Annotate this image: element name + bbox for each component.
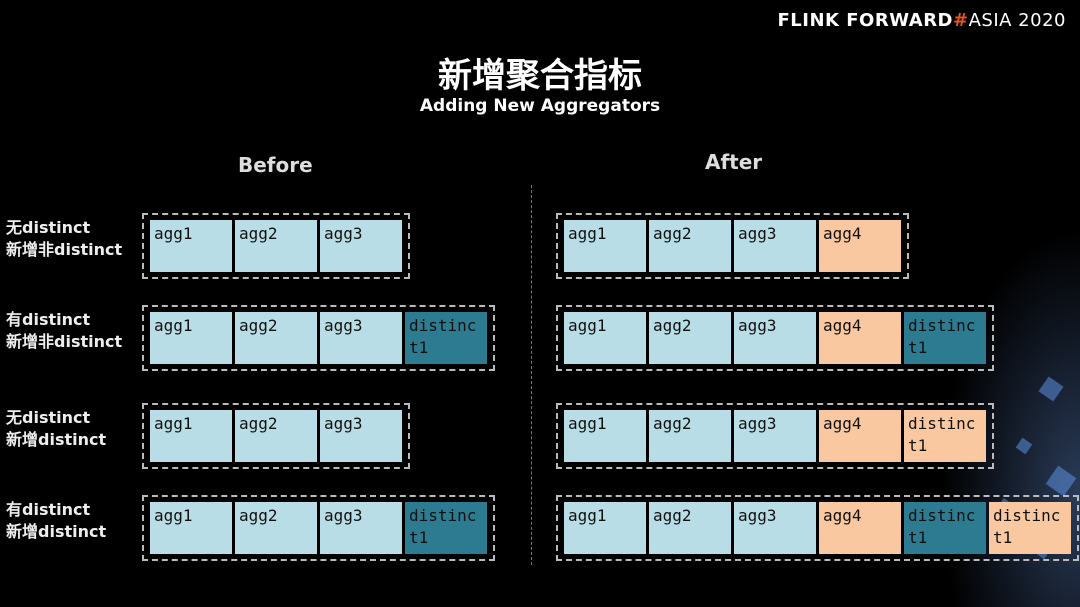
aggregator-cell: agg1	[150, 410, 232, 462]
aggregator-cell: agg3	[734, 410, 816, 462]
aggregator-cell: agg3	[320, 312, 402, 364]
aggregator-cell: agg3	[734, 220, 816, 272]
aggregator-cell: agg2	[649, 312, 731, 364]
row-label-line2: 新增distinct	[6, 522, 107, 541]
brand-event: ASIA 2020	[968, 10, 1066, 31]
aggregator-cell: agg3	[734, 312, 816, 364]
aggregator-cell: agg2	[235, 502, 317, 554]
row-label: 有distinct 新增distinct	[6, 499, 106, 543]
aggregator-cell: agg3	[320, 220, 402, 272]
brand-name: FLINK FORWARD	[777, 10, 953, 31]
aggregator-cell: distinct1	[904, 312, 986, 364]
brand-logo: FLINK FORWARD#ASIA 2020	[778, 10, 1066, 31]
row-label: 无distinct 新增distinct	[6, 407, 106, 451]
row-label-line1: 无distinct	[6, 408, 91, 427]
aggregator-cell: agg1	[564, 410, 646, 462]
brand-hash: #	[953, 10, 969, 31]
row-label: 无distinct 新增非distinct	[6, 217, 122, 261]
row-label-line1: 无distinct	[6, 218, 91, 237]
aggregator-cell: agg2	[649, 502, 731, 554]
aggregator-cell: agg1	[150, 312, 232, 364]
aggregator-cell: agg1	[150, 502, 232, 554]
aggregator-cell: agg3	[734, 502, 816, 554]
aggregator-cell: agg2	[649, 220, 731, 272]
aggregator-cell: agg4	[819, 502, 901, 554]
aggregator-cell: distinct1	[405, 312, 487, 364]
row-label-line2: 新增distinct	[6, 430, 107, 449]
aggregator-cell: agg1	[150, 220, 232, 272]
aggregator-cell: agg3	[320, 502, 402, 554]
aggregator-cell: agg4	[819, 220, 901, 272]
aggregator-cell: agg4	[819, 312, 901, 364]
aggregator-cell: distinct1	[904, 502, 986, 554]
slide-title: 新增聚合指标	[438, 56, 642, 96]
aggregator-cell: agg1	[564, 220, 646, 272]
aggregator-cell: agg2	[235, 410, 317, 462]
column-divider	[531, 185, 532, 565]
row-label-line1: 有distinct	[6, 500, 91, 519]
aggregator-cell: agg2	[649, 410, 731, 462]
row-label-line2: 新增非distinct	[6, 332, 123, 351]
aggregator-cell: distinct1	[405, 502, 487, 554]
slide-subtitle: Adding New Aggregators	[419, 96, 661, 116]
aggregator-cell: distinct1	[904, 410, 986, 462]
aggregator-cell: agg1	[564, 502, 646, 554]
column-heading-after: After	[705, 150, 763, 174]
aggregator-cell: agg1	[564, 312, 646, 364]
aggregator-cell: agg4	[819, 410, 901, 462]
row-label: 有distinct 新增非distinct	[6, 309, 122, 353]
aggregator-cell: agg2	[235, 312, 317, 364]
column-heading-before: Before	[238, 153, 313, 177]
row-label-line1: 有distinct	[6, 310, 91, 329]
aggregator-cell: agg2	[235, 220, 317, 272]
row-label-line2: 新增非distinct	[6, 240, 123, 259]
aggregator-cell: agg3	[320, 410, 402, 462]
aggregator-cell: distinct1	[989, 502, 1071, 554]
